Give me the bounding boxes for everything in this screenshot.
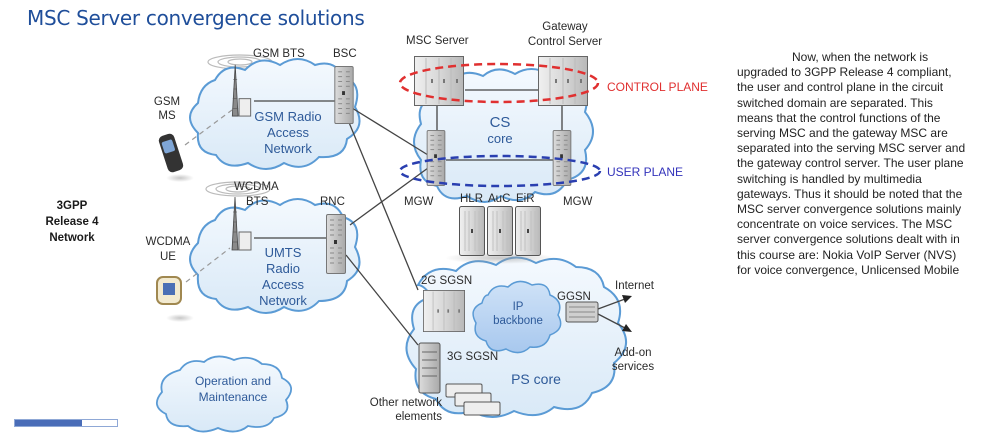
ggsn-label: GGSN — [557, 291, 591, 303]
cs-core-label-line2: core — [487, 131, 512, 146]
umts-ran-label-line4: Network — [259, 293, 307, 308]
link-bsc-sgsn2g — [347, 119, 419, 291]
gsm-ran-cloud — [189, 58, 361, 170]
wcdma-bts-label-line2: BTS — [246, 196, 269, 208]
arrow-addon-icon — [622, 324, 632, 332]
sgsn-2g-icon[interactable] — [423, 290, 465, 332]
sgsn-2g-label: 2G SGSN — [421, 275, 472, 287]
umts-ran-label-line2: Radio — [266, 261, 300, 276]
gsm-bts-label: GSM BTS — [253, 48, 305, 60]
auc-label: AuC — [488, 193, 510, 205]
umts-ran-label-line1: UMTS — [265, 245, 302, 260]
release-label-line1: 3GPP — [57, 200, 88, 212]
gsm-ran-label-line3: Network — [264, 141, 312, 156]
radio-link-gsm — [184, 109, 233, 146]
other-elements-label-line1: Other network — [370, 397, 442, 409]
wcdma-bts-signal-icon — [205, 181, 271, 197]
sgsn-3g-icon[interactable] — [418, 342, 441, 394]
control-plane-label: CONTROL PLANE — [607, 80, 708, 94]
ggsn-icon[interactable] — [565, 301, 599, 323]
arrow-internet-icon — [622, 295, 632, 303]
description-text: Now, when the network is upgraded to 3GP… — [737, 50, 966, 277]
umts-ran-cloud — [189, 198, 361, 314]
wcdma-bts-label-line1: WCDMA — [234, 181, 279, 193]
user-plane-label: USER PLANE — [607, 165, 683, 179]
gsm-ran-label-line1: GSM Radio — [254, 109, 321, 124]
link-rnc-mgw — [349, 167, 429, 226]
gsm-ms-label-line2: MS — [158, 110, 176, 122]
ps-core-label: PS core — [511, 371, 561, 387]
hlr-label: HLR — [460, 193, 483, 205]
radio-link-wcdma — [185, 247, 231, 283]
rnc-rack-icon[interactable] — [325, 214, 347, 274]
ip-backbone-label-line2: backbone — [493, 315, 543, 327]
release-label-line3: Network — [49, 232, 95, 244]
auc-cabinet-icon[interactable] — [487, 206, 513, 256]
mgw-left-label: MGW — [404, 196, 434, 208]
mgw-right-label: MGW — [563, 196, 593, 208]
oam-label-line1: Operation and — [195, 374, 271, 388]
cs-core-label-line1: CS — [490, 114, 511, 131]
eir-label: EiR — [516, 193, 535, 205]
rnc-label: RNC — [320, 196, 345, 208]
page-title: MSC Server convergence solutions — [27, 6, 365, 30]
gsm-ms-label-line1: GSM — [154, 96, 180, 108]
sgsn-3g-label: 3G SGSN — [447, 351, 498, 363]
msc-server-label: MSC Server — [406, 35, 469, 47]
eir-cabinet-icon[interactable] — [515, 206, 541, 256]
internet-label: Internet — [615, 280, 655, 292]
bsc-rack-icon[interactable] — [334, 66, 354, 124]
link-bsc-mgw — [351, 107, 429, 156]
umts-ran-label-line3: Access — [262, 277, 304, 292]
other-elements-label-line2: elements — [395, 411, 442, 423]
oam-cloud — [156, 355, 292, 433]
link-ggsn-addon — [597, 313, 626, 329]
other-network-elements-icon[interactable] — [445, 383, 501, 416]
wcdma-ue-device-icon — [156, 276, 194, 322]
gsm-ms-phone-icon — [158, 133, 194, 182]
wcdma-ue-label-line2: UE — [160, 251, 176, 263]
slide-progress-fill — [15, 420, 83, 426]
oam-label-line2: Maintenance — [199, 390, 268, 404]
link-ggsn-internet — [597, 298, 626, 310]
addon-services-label-line2: services — [612, 361, 654, 373]
slide-progress-bar — [14, 419, 118, 427]
wcdma-ue-label-line1: WCDMA — [146, 236, 191, 248]
ip-backbone-cloud — [472, 280, 562, 354]
ip-backbone-label-line1: IP — [513, 301, 524, 313]
gateway-control-server-label-line1: Gateway — [542, 21, 588, 33]
link-rnc-sgsn3g — [345, 254, 419, 346]
bsc-label: BSC — [333, 48, 357, 60]
addon-services-label-line1: Add-on — [614, 347, 651, 359]
user-plane-ellipse — [398, 154, 602, 188]
gsm-ran-label-line2: Access — [267, 125, 309, 140]
gateway-control-server-label-line2: Control Server — [528, 36, 602, 48]
control-plane-ellipse — [398, 62, 600, 104]
hlr-cabinet-icon[interactable] — [459, 206, 485, 256]
release-label-line2: Release 4 — [45, 216, 99, 228]
